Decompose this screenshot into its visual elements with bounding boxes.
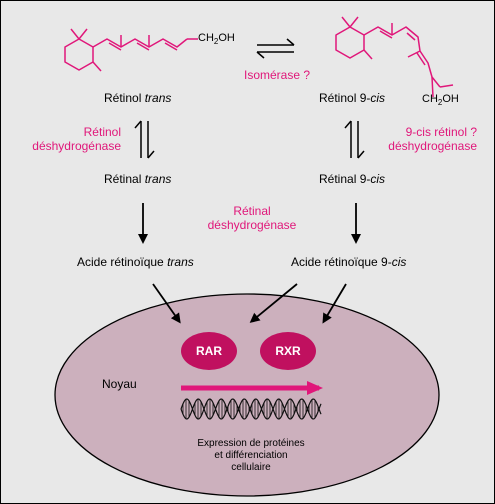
rar-label: RAR <box>196 344 222 358</box>
nucleus-ellipse <box>54 293 440 497</box>
retinol-9cis-equilibrium-arrows <box>344 120 365 159</box>
retinol-trans-structure <box>64 28 198 72</box>
acid-trans-to-rar-arrow <box>152 283 181 324</box>
rar-receptor-shape <box>181 332 237 370</box>
retinol-trans-label: Rétinol trans <box>104 91 172 105</box>
isomerase-equilibrium-arrows <box>256 38 295 59</box>
retinal-trans-label: Rétinal trans <box>104 172 172 186</box>
nucleus-label: Noyau <box>102 377 137 391</box>
rxr-label: RXR <box>275 344 301 358</box>
rxr-receptor-shape <box>260 332 316 370</box>
acid-9cis-to-rar-arrow <box>249 283 298 323</box>
retinol-dehydrogenase-label: Rétinol déshydrogénase <box>32 125 121 153</box>
retinol-9cis-structure <box>335 16 454 98</box>
retinol-trans-ch2oh: CH2OH <box>198 32 235 47</box>
retinol-9cis-ch2oh: CH2OH <box>422 93 459 108</box>
acid-9cis-label: Acide rétinoïque 9-cis <box>291 255 407 269</box>
cis-retinol-dehydrogenase-label: 9-cis rétinol ? déshydrogénase <box>388 125 477 153</box>
acid-9cis-to-rxr-arrow <box>322 283 347 324</box>
dna-helix-icon <box>180 398 322 420</box>
retinol-9cis-label: Rétinol 9-cis <box>319 91 386 105</box>
acid-trans-label: Acide rétinoïque trans <box>77 255 194 269</box>
isomerase-label: Isomérase ? <box>244 68 311 82</box>
retinal-9cis-label: Rétinal 9-cis <box>319 172 386 186</box>
protein-expression-label: Expression de protéines et différenciati… <box>197 438 305 473</box>
retinol-trans-equilibrium-arrows <box>134 120 155 159</box>
retinal-dehydrogenase-label: Rétinal déshydrogénase <box>207 204 297 232</box>
